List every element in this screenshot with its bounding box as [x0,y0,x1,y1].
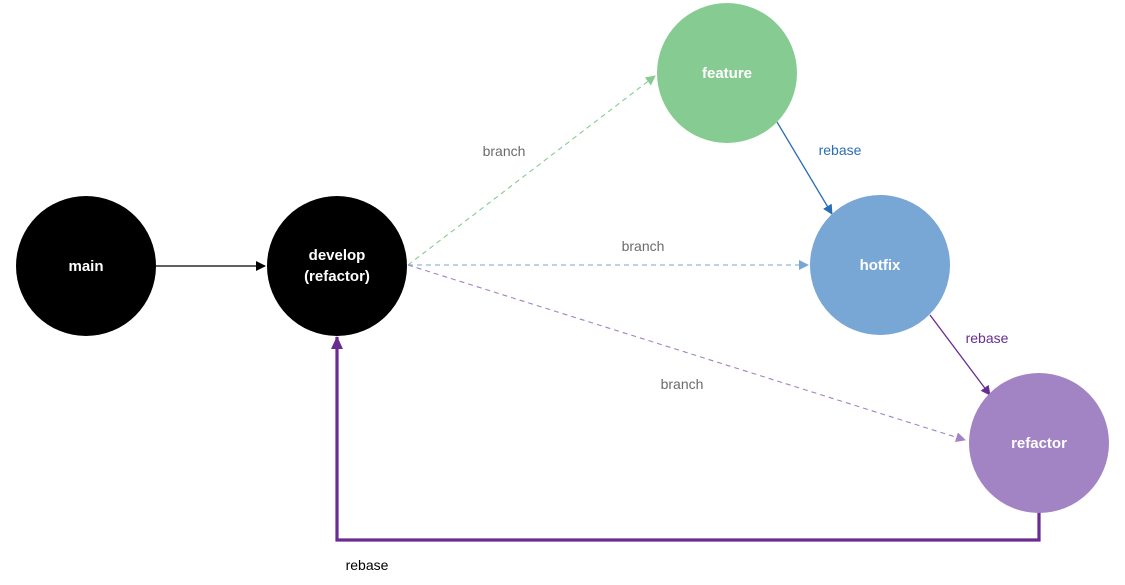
node-develop [267,196,407,336]
edge-hotfix-to-refactor [929,314,991,396]
node-develop-label-line1: develop [309,247,366,264]
node-feature-label: feature [702,65,752,82]
node-hotfix [810,195,950,335]
edge-feature-to-hotfix [776,121,833,215]
edge-label-rebase-refactor-develop: rebase [346,557,389,573]
edge-label-branch-hotfix: branch [622,238,665,254]
node-main-label: main [68,258,103,275]
node-develop-label-line2: (refactor) [304,268,370,285]
edge-develop-to-feature [407,75,656,266]
edge-refactor-to-develop [331,336,1041,542]
node-refactor-label: refactor [1011,435,1067,452]
node-main [16,196,156,336]
node-feature [657,3,797,143]
edge-label-rebase-hotfix-refactor: rebase [966,330,1009,346]
edge-label-branch-feature: branch [483,143,526,159]
edge-label-rebase-feature-hotfix: rebase [819,142,862,158]
node-refactor [969,373,1109,513]
edge-label-branch-refactor: branch [661,376,704,392]
edge-develop-to-refactor [407,264,966,443]
node-hotfix-label: hotfix [860,257,901,274]
